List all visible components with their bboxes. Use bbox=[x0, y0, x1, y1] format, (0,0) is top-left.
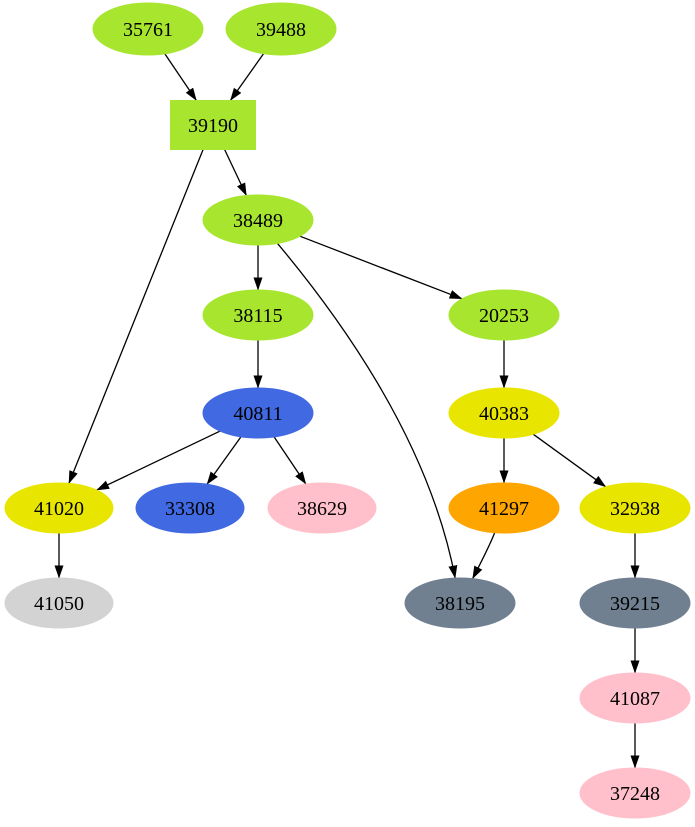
node-41050: 41050 bbox=[4, 577, 114, 629]
node-40811: 40811 bbox=[202, 387, 314, 439]
node-41297: 41297 bbox=[448, 482, 560, 534]
node-33308-label: 33308 bbox=[165, 498, 215, 520]
node-39190-label: 39190 bbox=[188, 115, 238, 137]
node-38195: 38195 bbox=[404, 577, 516, 629]
node-41020: 41020 bbox=[4, 482, 114, 534]
node-41020-ellipse bbox=[4, 482, 114, 534]
edge-40383-32938 bbox=[532, 433, 607, 488]
edge-39190-38489 bbox=[224, 149, 247, 197]
node-40383-label: 40383 bbox=[479, 403, 529, 425]
edge-38489-20253 bbox=[299, 235, 463, 300]
node-39190-box bbox=[170, 100, 256, 150]
edge-39488-39190 bbox=[229, 53, 265, 101]
node-38629-label: 38629 bbox=[297, 498, 347, 520]
node-40383: 40383 bbox=[448, 387, 560, 439]
node-20253-ellipse bbox=[448, 289, 560, 341]
edge-40811-41020 bbox=[96, 430, 221, 491]
node-38629: 38629 bbox=[267, 482, 377, 534]
node-35761: 35761 bbox=[92, 2, 204, 56]
node-37248-label: 37248 bbox=[610, 783, 660, 805]
edge-40811-33308 bbox=[206, 436, 242, 485]
node-40383-ellipse bbox=[448, 387, 560, 439]
edges-layer bbox=[54, 53, 640, 769]
node-41020-label: 41020 bbox=[34, 498, 84, 520]
node-37248: 37248 bbox=[579, 767, 691, 819]
nodes-layer: 35761 39488 39190 38489 38115 20253 40811 40383… bbox=[4, 2, 691, 819]
node-38629-ellipse bbox=[267, 482, 377, 534]
edge-41297-38195 bbox=[472, 532, 496, 580]
node-37248-ellipse bbox=[579, 767, 691, 819]
node-33308: 33308 bbox=[135, 482, 245, 534]
node-35761-label: 35761 bbox=[123, 19, 173, 41]
node-41050-label: 41050 bbox=[34, 593, 84, 615]
node-33308-ellipse bbox=[135, 482, 245, 534]
node-39190: 39190 bbox=[170, 100, 256, 150]
node-41087-label: 41087 bbox=[610, 688, 660, 710]
node-38115: 38115 bbox=[202, 289, 314, 341]
node-32938-label: 32938 bbox=[610, 498, 660, 520]
edge-35761-39190 bbox=[164, 53, 197, 101]
edge-38489-38195 bbox=[277, 242, 458, 579]
node-39215: 39215 bbox=[579, 577, 691, 629]
node-39488-ellipse bbox=[225, 2, 337, 56]
edge-39190-41020 bbox=[68, 149, 204, 484]
edge-40811-38629 bbox=[273, 436, 307, 485]
node-20253-label: 20253 bbox=[479, 305, 529, 327]
node-32938-ellipse bbox=[579, 482, 691, 534]
node-41087-ellipse bbox=[579, 672, 691, 724]
node-39215-label: 39215 bbox=[610, 593, 660, 615]
node-38489: 38489 bbox=[202, 194, 314, 246]
node-35761-ellipse bbox=[92, 2, 204, 56]
node-39215-ellipse bbox=[579, 577, 691, 629]
node-41050-ellipse bbox=[4, 577, 114, 629]
node-41297-label: 41297 bbox=[479, 498, 529, 520]
node-38195-label: 38195 bbox=[435, 593, 485, 615]
node-41297-ellipse bbox=[448, 482, 560, 534]
node-38115-ellipse bbox=[202, 289, 314, 341]
node-38489-label: 38489 bbox=[233, 210, 283, 232]
node-20253: 20253 bbox=[448, 289, 560, 341]
node-39488: 39488 bbox=[225, 2, 337, 56]
node-38489-ellipse bbox=[202, 194, 314, 246]
node-32938: 32938 bbox=[579, 482, 691, 534]
node-38115-label: 38115 bbox=[233, 305, 282, 327]
node-39488-label: 39488 bbox=[256, 19, 306, 41]
node-40811-label: 40811 bbox=[233, 403, 282, 425]
node-41087: 41087 bbox=[579, 672, 691, 724]
node-38195-ellipse bbox=[404, 577, 516, 629]
node-40811-ellipse bbox=[202, 387, 314, 439]
